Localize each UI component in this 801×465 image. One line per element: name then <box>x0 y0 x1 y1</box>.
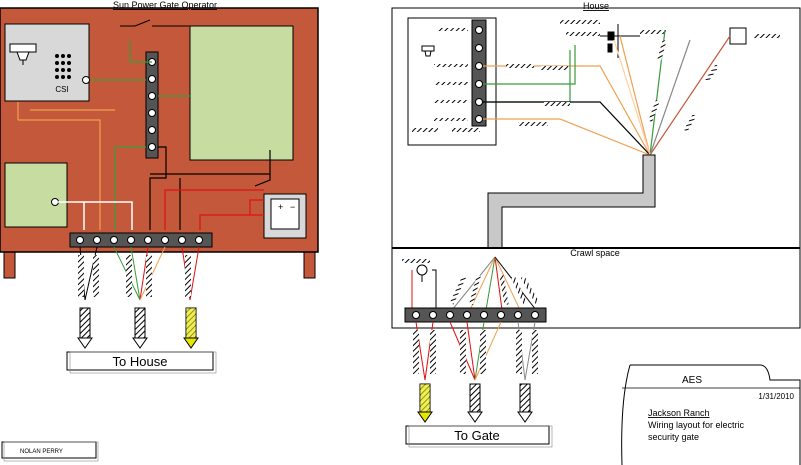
intercom-keypad <box>4 23 90 102</box>
relay-switches <box>560 20 666 58</box>
gate-operator-title: Sun Power Gate Operator <box>113 0 217 10</box>
crawl-strip-terminals <box>412 311 539 319</box>
title-block: AES 1/31/2010 Jackson Ranch Wiring layou… <box>621 364 801 465</box>
gate-operator: Sun Power Gate Operator CSI <box>0 0 319 374</box>
aux-board-connector <box>51 198 59 206</box>
battery-minus: − <box>290 202 295 212</box>
house-wire-hatches <box>506 39 719 132</box>
enclosure-leg-right <box>303 249 316 279</box>
keypad-brand: CSI <box>55 85 68 94</box>
title-block-description-2: security gate <box>648 432 699 442</box>
author-box: NOLAN PERRY <box>1 441 99 462</box>
title-block-outline <box>621 364 801 465</box>
enclosure-leg-left <box>3 249 16 279</box>
horizontal-strip-terminals <box>76 236 203 244</box>
gate-wires <box>17 40 271 230</box>
control-board <box>189 25 294 161</box>
to-house-label: To House <box>113 354 168 369</box>
vertical-terminal-strip <box>145 51 159 159</box>
indoor-label-hatches <box>412 28 480 132</box>
cable-hatches-top <box>78 255 191 297</box>
indoor-speaker-icon <box>421 45 435 57</box>
author-name: NOLAN PERRY <box>20 449 63 455</box>
crawl-device <box>416 264 428 276</box>
house: House <box>391 1 801 448</box>
crawl-wire-hatches <box>449 274 540 306</box>
arrow-gate-1-yellow <box>417 383 433 423</box>
arrow-gate-2 <box>467 383 483 423</box>
battery-plus: + <box>278 202 283 212</box>
keypad-connector <box>82 76 90 84</box>
title-block-description-1: Wiring layout for electric <box>648 420 745 430</box>
arrow-cable-2 <box>132 307 148 349</box>
arrow-cable-3-yellow <box>183 307 199 349</box>
arrow-cable-1 <box>77 307 93 349</box>
house-title: House <box>583 1 609 11</box>
gate-cable-hatches <box>413 330 538 374</box>
crawl-terminal-strip <box>404 307 547 323</box>
top-switch <box>120 19 190 27</box>
title-block-company: AES <box>682 375 702 386</box>
speaker-icon <box>9 43 37 65</box>
title-block-date: 1/31/2010 <box>758 392 794 401</box>
horizontal-terminal-strip <box>69 232 213 248</box>
camera-label-hatch <box>754 34 780 38</box>
crawl-device-label-hatch <box>402 259 430 263</box>
indoor-terminal-strip <box>471 19 487 127</box>
crawl-space-label: Crawl space <box>570 248 620 258</box>
indoor-terminals <box>475 26 483 123</box>
camera-box <box>729 27 747 45</box>
arrow-gate-3 <box>517 383 533 423</box>
title-block-project: Jackson Ranch <box>648 408 710 418</box>
to-gate-label: To Gate <box>454 428 500 443</box>
auxiliary-board <box>4 162 68 228</box>
keypad-buttons <box>55 54 71 79</box>
vertical-strip-terminals <box>148 58 156 151</box>
